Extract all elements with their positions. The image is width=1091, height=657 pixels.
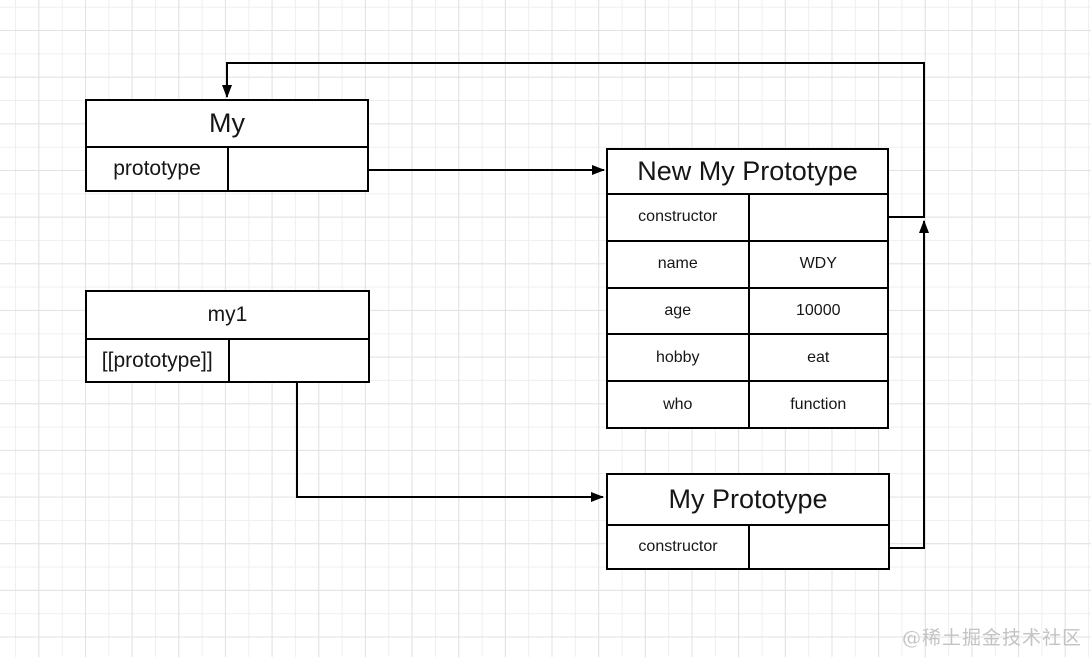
row-value-who: function [747, 382, 888, 427]
row-value-prototype [227, 148, 367, 190]
box-my-title: My [209, 108, 245, 138]
box-my: My prototype [85, 99, 369, 192]
table-row: constructor [608, 524, 888, 568]
table-row: hobby eat [608, 333, 888, 381]
row-value-age: 10000 [747, 288, 888, 334]
row-key-who: who [663, 395, 693, 413]
row-key-constructor: constructor [638, 538, 718, 555]
box-my-prototype: My Prototype constructor [606, 473, 890, 570]
box-new-my-prototype-title: New My Prototype [637, 156, 858, 186]
table-row: [[prototype]] [87, 338, 368, 381]
table-row: age 10000 [608, 286, 888, 334]
box-new-my-prototype: New My Prototype constructor name WDY ag… [606, 148, 889, 429]
table-row: prototype [87, 146, 367, 190]
row-key-constructor: constructor [638, 208, 718, 226]
row-value-hobby: eat [747, 335, 888, 381]
row-key-prototype: prototype [113, 157, 201, 180]
table-row: constructor [608, 193, 887, 240]
row-value-internal-prototype [227, 340, 369, 381]
row-key-hobby: hobby [655, 348, 700, 366]
watermark: @稀土掘金技术社区 [901, 627, 1082, 649]
row-value-constructor [748, 526, 888, 568]
row-key-name: name [657, 255, 698, 273]
table-row: name WDY [608, 239, 888, 287]
row-value-name: WDY [747, 241, 888, 287]
table-row: who function [608, 380, 887, 427]
row-key-internal-prototype: [[prototype]] [101, 348, 213, 372]
box-my1-title: my1 [207, 303, 248, 326]
row-key-age: age [664, 301, 692, 319]
box-my1: my1 [[prototype]] [85, 290, 370, 383]
row-value-constructor [747, 195, 888, 240]
box-my-prototype-title: My Prototype [668, 484, 828, 514]
